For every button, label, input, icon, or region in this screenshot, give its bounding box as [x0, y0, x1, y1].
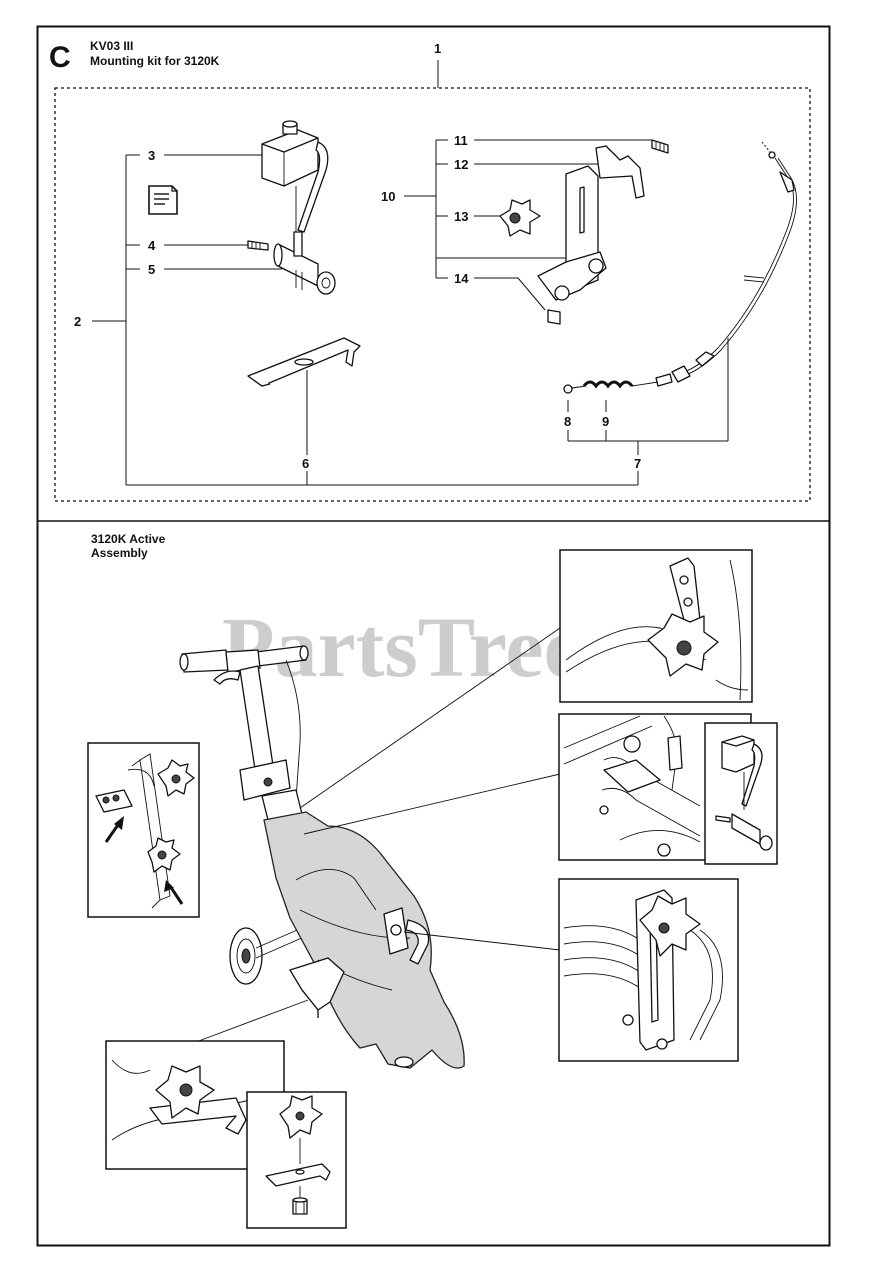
star-knob-part [499, 199, 541, 237]
inset-knob-detail [87, 742, 200, 918]
callout-11: 11 [454, 133, 468, 148]
callout-4: 4 [148, 238, 156, 253]
callout-10: 10 [381, 189, 395, 204]
inset-exploded-knob-detail [246, 1091, 347, 1229]
clamp-part [247, 231, 336, 295]
document-icon [148, 185, 178, 215]
saw-assembly-illustration [179, 645, 465, 1069]
kit-code: KV03 III [90, 39, 133, 53]
callout-12: 12 [454, 157, 468, 172]
inset-bracket-detail [558, 878, 739, 1062]
callout-5: 5 [148, 262, 155, 277]
callout-14: 14 [454, 271, 469, 286]
kit-dashed-box [54, 87, 811, 502]
kit-title: Mounting kit for 3120K [90, 54, 220, 68]
callout-7: 7 [634, 456, 641, 471]
plate-part [247, 337, 361, 387]
watermark: PartsTree [222, 599, 582, 695]
leader-lines [92, 60, 729, 486]
callout-labels: 1 2 3 4 5 6 7 8 9 10 11 12 13 14 [74, 41, 641, 471]
callout-1: 1 [434, 41, 441, 56]
arrow-icon [104, 816, 184, 905]
callout-13: 13 [454, 209, 468, 224]
callout-8: 8 [564, 414, 571, 429]
inset-leaders [195, 627, 561, 1043]
assembly-caption-line1: 3120K Active [91, 532, 166, 546]
inset-holder-detail [704, 722, 778, 865]
bracket-part [537, 139, 669, 325]
callout-6: 6 [302, 456, 309, 471]
callout-9: 9 [602, 414, 609, 429]
inset-mount-detail [559, 549, 753, 703]
cable-holder-part [261, 120, 329, 235]
cable-part [563, 141, 797, 394]
outer-frame [36, 25, 831, 1247]
assembly-caption-line2: Assembly [91, 546, 148, 560]
callout-3: 3 [148, 148, 155, 163]
section-letter: C [49, 41, 71, 74]
callout-2: 2 [74, 314, 81, 329]
